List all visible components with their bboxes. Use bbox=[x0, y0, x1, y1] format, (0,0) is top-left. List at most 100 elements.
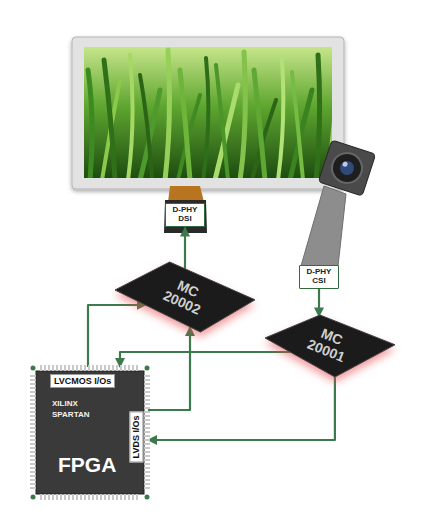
pin bbox=[144, 375, 150, 377]
pin bbox=[144, 419, 150, 421]
pin bbox=[88, 494, 90, 500]
pin bbox=[144, 403, 150, 405]
pin bbox=[116, 365, 118, 371]
pin bbox=[84, 494, 86, 500]
pin bbox=[144, 415, 150, 417]
pin bbox=[144, 443, 150, 445]
pin bbox=[30, 475, 36, 477]
pin bbox=[128, 365, 130, 371]
display-frame bbox=[72, 37, 344, 189]
pin bbox=[144, 471, 150, 473]
pin bbox=[144, 447, 150, 449]
signal-wire bbox=[120, 352, 290, 367]
pin bbox=[64, 494, 66, 500]
pin bbox=[40, 365, 42, 371]
pin bbox=[44, 494, 46, 500]
pin bbox=[92, 494, 94, 500]
pin bbox=[30, 387, 36, 389]
pin bbox=[30, 383, 36, 385]
pin bbox=[48, 494, 50, 500]
pin bbox=[108, 365, 110, 371]
chip-body bbox=[265, 315, 395, 377]
pin bbox=[30, 447, 36, 449]
corner-mark bbox=[145, 495, 150, 500]
pin bbox=[30, 431, 36, 433]
pin bbox=[112, 494, 114, 500]
pin bbox=[80, 365, 82, 371]
pin bbox=[144, 431, 150, 433]
pin bbox=[124, 365, 126, 371]
pin bbox=[128, 494, 130, 500]
pin bbox=[30, 487, 36, 489]
pin bbox=[30, 451, 36, 453]
pin bbox=[144, 451, 150, 453]
pin bbox=[30, 443, 36, 445]
pin bbox=[30, 427, 36, 429]
pin bbox=[144, 487, 150, 489]
camera-module bbox=[318, 140, 375, 196]
chip-label: LVDS I/Os bbox=[129, 412, 143, 463]
pin bbox=[88, 365, 90, 371]
pin bbox=[30, 379, 36, 381]
pin bbox=[76, 365, 78, 371]
pin bbox=[72, 494, 74, 500]
pin bbox=[116, 494, 118, 500]
fpga-body bbox=[36, 371, 144, 494]
pin bbox=[144, 467, 150, 469]
pin bbox=[30, 399, 36, 401]
pin bbox=[30, 395, 36, 397]
pin bbox=[30, 375, 36, 377]
pin bbox=[76, 494, 78, 500]
pin bbox=[30, 435, 36, 437]
pin bbox=[68, 365, 70, 371]
pin bbox=[104, 494, 106, 500]
port-label: D-PHY CSI bbox=[299, 265, 339, 289]
pin bbox=[144, 379, 150, 381]
pin bbox=[52, 494, 54, 500]
pin bbox=[144, 399, 150, 401]
corner-mark bbox=[31, 495, 36, 500]
pin bbox=[30, 415, 36, 417]
pin bbox=[30, 411, 36, 413]
pin bbox=[136, 494, 138, 500]
pin bbox=[52, 365, 54, 371]
fpga-chip: LVCMOS I/OsXILINXSPARTANLVDS I/OsFPGA bbox=[30, 365, 150, 500]
chip-label: LVCMOS I/Os bbox=[50, 374, 115, 388]
pin bbox=[144, 395, 150, 397]
pin bbox=[84, 365, 86, 371]
pin bbox=[80, 494, 82, 500]
ribbon-cable bbox=[168, 186, 204, 202]
pin bbox=[120, 365, 122, 371]
grass-blades bbox=[88, 50, 332, 178]
pin bbox=[108, 494, 110, 500]
pin bbox=[30, 403, 36, 405]
signal-wire bbox=[184, 228, 186, 269]
pin bbox=[56, 365, 58, 371]
pin bbox=[30, 407, 36, 409]
port-name: D-PHY CSI bbox=[303, 268, 335, 286]
chip-label: XILINX bbox=[52, 399, 78, 408]
pin bbox=[30, 471, 36, 473]
port-name: D-PHY DSI bbox=[169, 206, 201, 224]
pin bbox=[112, 365, 114, 371]
camera-flex bbox=[301, 186, 346, 266]
pin bbox=[30, 423, 36, 425]
pin bbox=[48, 365, 50, 371]
corner-mark bbox=[31, 366, 36, 371]
pin bbox=[30, 467, 36, 469]
pin bbox=[96, 494, 98, 500]
pin bbox=[144, 463, 150, 465]
pin bbox=[30, 419, 36, 421]
pin bbox=[56, 494, 58, 500]
pin bbox=[132, 494, 134, 500]
pin bbox=[30, 459, 36, 461]
pin bbox=[144, 479, 150, 481]
pin bbox=[144, 423, 150, 425]
pin bbox=[60, 365, 62, 371]
signal-wire bbox=[148, 327, 190, 410]
pin bbox=[132, 365, 134, 371]
pin bbox=[64, 365, 66, 371]
pin bbox=[144, 459, 150, 461]
pin bbox=[104, 365, 106, 371]
